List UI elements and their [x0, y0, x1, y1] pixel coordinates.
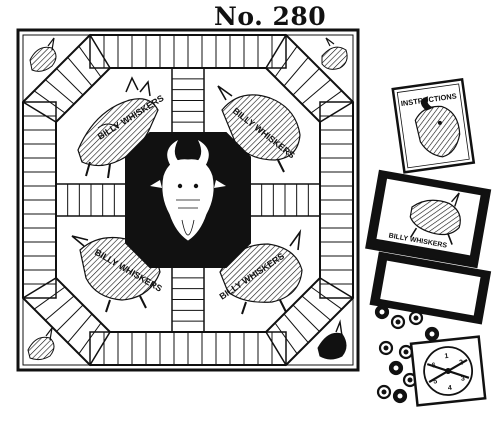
instructions-booklet: INSTRUCTIONS: [391, 77, 476, 174]
track-space: [283, 313, 309, 343]
goat-icon: [317, 319, 347, 360]
goat-head-icon: [150, 140, 226, 241]
track-space: [301, 79, 331, 105]
track-space: [292, 68, 320, 96]
spinner-number: 5: [433, 378, 438, 385]
track-space: [56, 304, 84, 332]
arm-tracks: [22, 34, 354, 366]
game-piece-center: [381, 389, 387, 395]
goat-running-icon: [409, 192, 461, 245]
game-piece-center: [429, 331, 435, 337]
game-box-lid: BILLY WHISKERS: [365, 169, 492, 269]
game-piece-center: [379, 309, 385, 315]
game-piece-center: [383, 345, 389, 351]
spinner-number: 2: [459, 359, 464, 366]
track-space: [67, 313, 93, 343]
game-piece-center: [403, 349, 409, 355]
spinner-number: 6: [431, 362, 436, 369]
game-pieces: [374, 304, 440, 404]
track-space: [301, 295, 331, 321]
spinner-number: 4: [448, 385, 453, 392]
goat-head-icon: [414, 96, 461, 158]
spinner-card: 1 2 3 4 5 6: [409, 335, 487, 407]
game-board: BILLY WHISKERS BILLY WHISKERS BILLY WHIS…: [16, 28, 360, 372]
spinner-numbers: 1 2 3 4 5 6: [431, 353, 466, 392]
track-space: [56, 68, 84, 96]
game-piece-center: [397, 393, 403, 399]
game-box-bottom: [369, 251, 492, 325]
goat-icon: [29, 37, 57, 72]
catalog-number: No. 280: [214, 2, 327, 31]
track-space: [45, 295, 75, 321]
game-piece-center: [393, 365, 399, 371]
track-space: [292, 304, 320, 332]
quadrant-illustration-bottom-right: [219, 229, 303, 315]
game-piece-center: [395, 319, 401, 325]
goat-icon: [321, 37, 348, 70]
spinner-number: 3: [461, 375, 466, 382]
track-space: [45, 79, 75, 105]
game-piece-center: [413, 315, 419, 321]
track-space: [67, 57, 93, 87]
track-space: [283, 57, 309, 87]
goat-icon: [27, 327, 55, 361]
spinner-number: 1: [444, 353, 449, 360]
game-piece-center: [407, 377, 413, 383]
